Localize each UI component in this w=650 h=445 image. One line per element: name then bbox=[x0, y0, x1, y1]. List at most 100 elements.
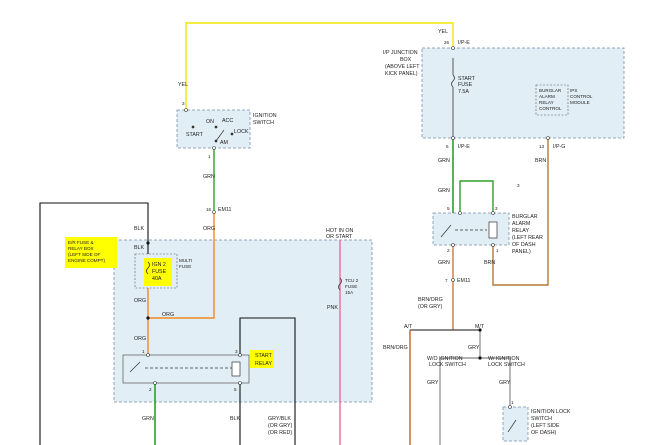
connector-em11-lower: EM11 bbox=[457, 278, 470, 284]
ip-title-2: BOX bbox=[400, 57, 412, 63]
burglar-pin-5: 5 bbox=[447, 206, 450, 211]
connector-em11-upper: EM11 bbox=[218, 207, 231, 213]
label-ignition-switch-2: SWITCH bbox=[253, 120, 274, 126]
connector-ip-g: I/P-G bbox=[553, 144, 565, 150]
label-blk-bottom: BLK bbox=[230, 416, 240, 422]
pin-ip-13: 13 bbox=[539, 144, 545, 149]
burglar-module-1: BURGLAR bbox=[539, 88, 562, 93]
highlight-er-fuse-callout bbox=[65, 237, 117, 268]
ignition-switch-symbol bbox=[191, 125, 234, 143]
start-relay-pin-2: 2 bbox=[149, 387, 152, 392]
burglar-module-2: ALARM bbox=[539, 94, 555, 99]
burglar-relay-label-1: BURGLAR bbox=[512, 214, 538, 220]
label-pnk: PNK bbox=[327, 305, 338, 311]
label-org-b: ORG bbox=[134, 298, 146, 304]
label-brn-org-left: BRN/ORG bbox=[383, 345, 408, 351]
w-lock-1: W/ IGNITION bbox=[488, 356, 520, 362]
ign-fuse-3: 40A bbox=[152, 276, 162, 282]
label-yel-ign: YEL bbox=[178, 82, 188, 88]
pin-em11-16: 16 bbox=[206, 207, 212, 212]
multi-fuse-2: FUSE bbox=[179, 264, 191, 269]
junction-dots bbox=[146, 241, 482, 360]
tcu-fuse-2: FUSE bbox=[345, 284, 357, 289]
label-blk-b: BLK bbox=[134, 245, 144, 251]
label-gry-blk-3: (OR RED) bbox=[268, 430, 292, 436]
hot-label-1: HOT IN ON bbox=[326, 228, 353, 234]
pin-ip-26: 26 bbox=[444, 40, 450, 45]
ip-title-1: I/P JUNCTION bbox=[383, 50, 418, 56]
label-grn-ip-1: GRN bbox=[438, 158, 450, 164]
label-blk-a: BLK bbox=[134, 226, 144, 232]
lock-switch-label-3: (LEFT SIDE bbox=[531, 423, 560, 429]
start-relay-pin-3: 3 bbox=[235, 349, 238, 354]
gry-wire-branch bbox=[439, 330, 481, 445]
tcu-fuse-symbol bbox=[338, 277, 342, 291]
label-brn-relay: BRN bbox=[484, 260, 495, 266]
ips-module-3: MODULE bbox=[570, 100, 590, 105]
start-fuse-symbol bbox=[451, 58, 455, 138]
start-relay-label-1: START bbox=[255, 353, 273, 359]
label-org-a: ORG bbox=[203, 226, 215, 232]
label-gry-3: GRY bbox=[499, 380, 511, 386]
label-am: AM bbox=[220, 140, 228, 146]
burglar-relay-label-3: RELAY bbox=[512, 228, 529, 234]
er-callout-4: ENGINE COMPT) bbox=[68, 258, 105, 263]
burglar-module-3: RELAY bbox=[539, 100, 554, 105]
blk-wire-frame bbox=[39, 202, 149, 445]
start-relay-symbol bbox=[129, 361, 241, 377]
label-brn-ip-1: BRN bbox=[535, 158, 546, 164]
ignition-switch-box bbox=[176, 109, 251, 149]
burglar-pin-1: 1 bbox=[496, 248, 499, 253]
label-brn-org-2: (OR GRY) bbox=[418, 304, 443, 310]
label-org-c: ORG bbox=[162, 312, 174, 318]
connector-ip-e: I/P-E bbox=[458, 144, 470, 150]
ip-junction-box bbox=[421, 47, 625, 139]
burglar-pin-2: 2 bbox=[447, 248, 450, 253]
pin-ign-3: 3 bbox=[182, 101, 185, 106]
er-callout-1: E/R FUSE & bbox=[68, 240, 94, 245]
highlight-start-relay bbox=[250, 350, 274, 368]
label-acc: ACC bbox=[222, 118, 233, 124]
org-wire-em11 bbox=[148, 212, 215, 319]
label-gry-1: GRY bbox=[468, 345, 480, 351]
label-ignition-switch-1: IGNITION bbox=[253, 113, 277, 119]
er-callout-2: RELAY BOX bbox=[68, 246, 94, 251]
label-grn-ip-2: GRN bbox=[438, 188, 450, 194]
connector-pins bbox=[146, 46, 550, 409]
lock-switch-symbol bbox=[507, 419, 517, 433]
label-gry-blk-1: GRY/BLK bbox=[268, 416, 291, 422]
start-fuse-3: 7.5A bbox=[458, 89, 469, 95]
blk-wire-relay-out bbox=[239, 317, 296, 445]
ign-fuse-2: FUSE bbox=[152, 269, 167, 275]
label-grn-bottom: GRN bbox=[142, 416, 154, 422]
lock-switch-label-4: OF DASH) bbox=[531, 430, 557, 436]
label-yel-ip: YEL bbox=[438, 29, 448, 35]
burglar-relay-label-5: OF DASH bbox=[512, 242, 536, 248]
start-relay-pin-1: 1 bbox=[142, 349, 145, 354]
er-callout-3: (LEFT SIDE OF bbox=[68, 252, 101, 257]
start-relay-box bbox=[122, 354, 250, 384]
burglar-module-4: CONTROL bbox=[539, 106, 562, 111]
ips-module-2: CONTROL bbox=[570, 94, 593, 99]
pin-ign-1: 1 bbox=[208, 154, 211, 159]
hot-label-2: OR START bbox=[326, 234, 353, 240]
ips-module-1: IPS bbox=[570, 88, 577, 93]
wo-lock-1: W/O IGNITION bbox=[427, 356, 463, 362]
burglar-relay-symbol bbox=[440, 221, 498, 239]
start-relay-label-2: RELAY bbox=[255, 361, 272, 367]
burglar-control-module-box bbox=[535, 84, 569, 116]
label-brn-org-1: BRN/ORG bbox=[418, 297, 443, 303]
burglar-relay-label-6: PANEL) bbox=[512, 249, 531, 255]
label-mt: M/T bbox=[475, 324, 485, 330]
label-at: A/T bbox=[404, 324, 413, 330]
connector-ip-e-top: I/P-E bbox=[458, 40, 470, 46]
ign-fuse-1: IGN 2 bbox=[152, 262, 166, 268]
brn-wire bbox=[492, 138, 549, 286]
w-lock-2: LOCK SWITCH bbox=[488, 362, 525, 368]
ip-title-3: (ABOVE LEFT bbox=[385, 64, 420, 70]
start-relay-pin-5: 5 bbox=[234, 387, 237, 392]
multi-fuse-1: MULTI bbox=[179, 258, 192, 263]
yel-wire bbox=[185, 22, 454, 110]
label-org-d: ORG bbox=[134, 336, 146, 342]
start-fuse-2: FUSE bbox=[458, 82, 473, 88]
